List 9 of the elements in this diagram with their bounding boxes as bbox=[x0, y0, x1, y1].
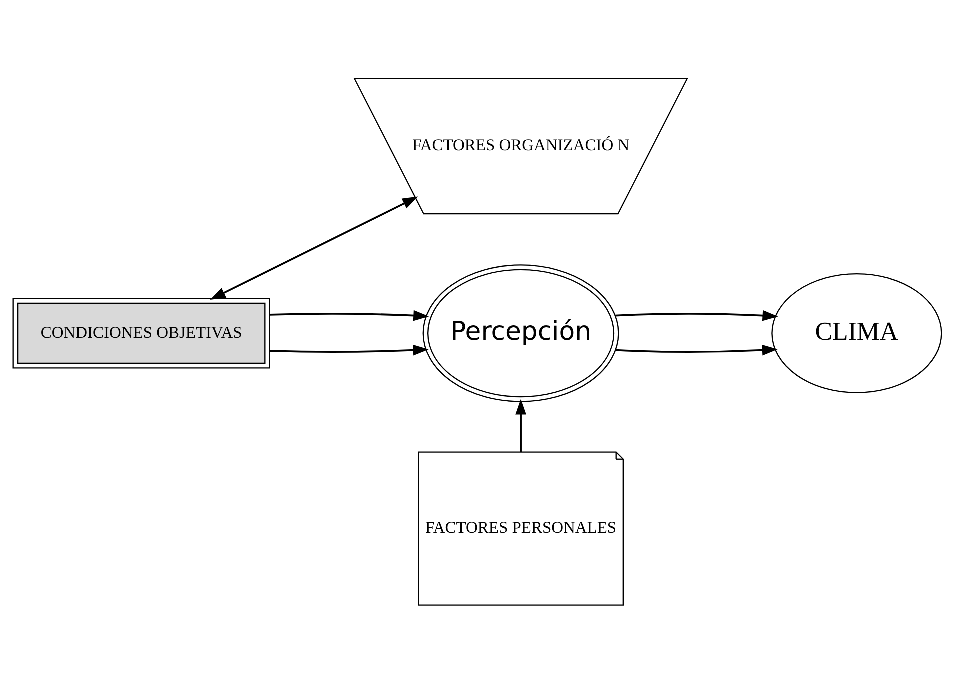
node-ellipse: Percepción bbox=[422, 264, 620, 402]
arrow bbox=[616, 344, 778, 356]
arrow bbox=[616, 310, 778, 321]
node-box: CONDICIONES OBJETIVAS bbox=[12, 298, 270, 368]
arrow bbox=[270, 344, 429, 356]
arrow bbox=[210, 196, 418, 300]
arrow bbox=[516, 398, 526, 452]
arrow bbox=[270, 310, 430, 321]
node-ellipse: CLIMA bbox=[772, 272, 942, 393]
